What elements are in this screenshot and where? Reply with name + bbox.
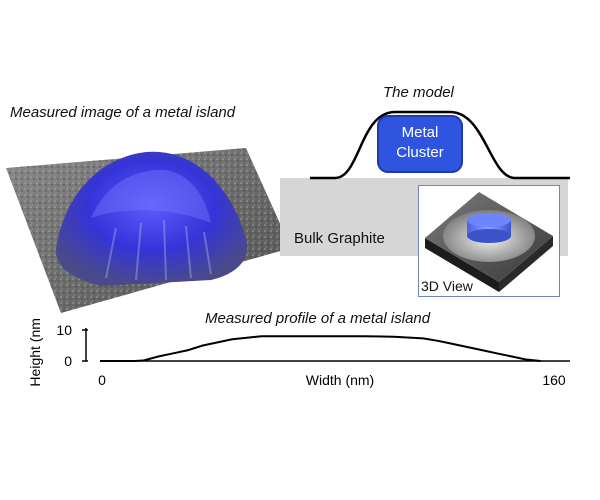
3d-view-inset <box>418 185 560 297</box>
measured-image-caption: Measured image of a metal island <box>10 104 236 121</box>
x-axis-label: Width (nm) <box>306 372 374 388</box>
y-tick-bottom: 0 <box>64 353 72 369</box>
inset-cylinder-top <box>467 213 511 227</box>
model-profile-curve <box>310 110 570 180</box>
y-axis-label: Height (nm) <box>27 318 43 387</box>
island-highlight <box>91 169 211 223</box>
y-tick-top: 10 <box>56 322 72 338</box>
measured-island-image <box>6 148 291 313</box>
x-tick-end: 160 <box>542 372 566 388</box>
y-axis-label-text: Height (nm) <box>27 318 43 387</box>
metal-cluster-line2: Cluster <box>396 144 444 161</box>
bulk-graphite-label: Bulk Graphite <box>294 230 385 247</box>
metal-cluster-label: Metal Cluster <box>378 123 462 163</box>
model-caption: The model <box>383 84 454 101</box>
profile-caption: Measured profile of a metal island <box>205 310 431 327</box>
inset-base-side-right <box>499 236 553 292</box>
profile-chart: Height (nm) 10 0 0 160 Width (nm) <box>27 318 570 388</box>
3d-view-label: 3D View <box>421 278 473 294</box>
profile-line <box>100 335 541 362</box>
inset-cylinder-bottom <box>467 229 511 243</box>
metal-cluster-line1: Metal <box>401 124 439 141</box>
metal-cluster-box <box>377 115 463 173</box>
3d-view-render <box>425 192 553 292</box>
island-mound <box>55 151 248 286</box>
inset-base-side <box>425 238 499 292</box>
x-tick-start: 0 <box>98 372 106 388</box>
island-streaks <box>105 219 212 281</box>
